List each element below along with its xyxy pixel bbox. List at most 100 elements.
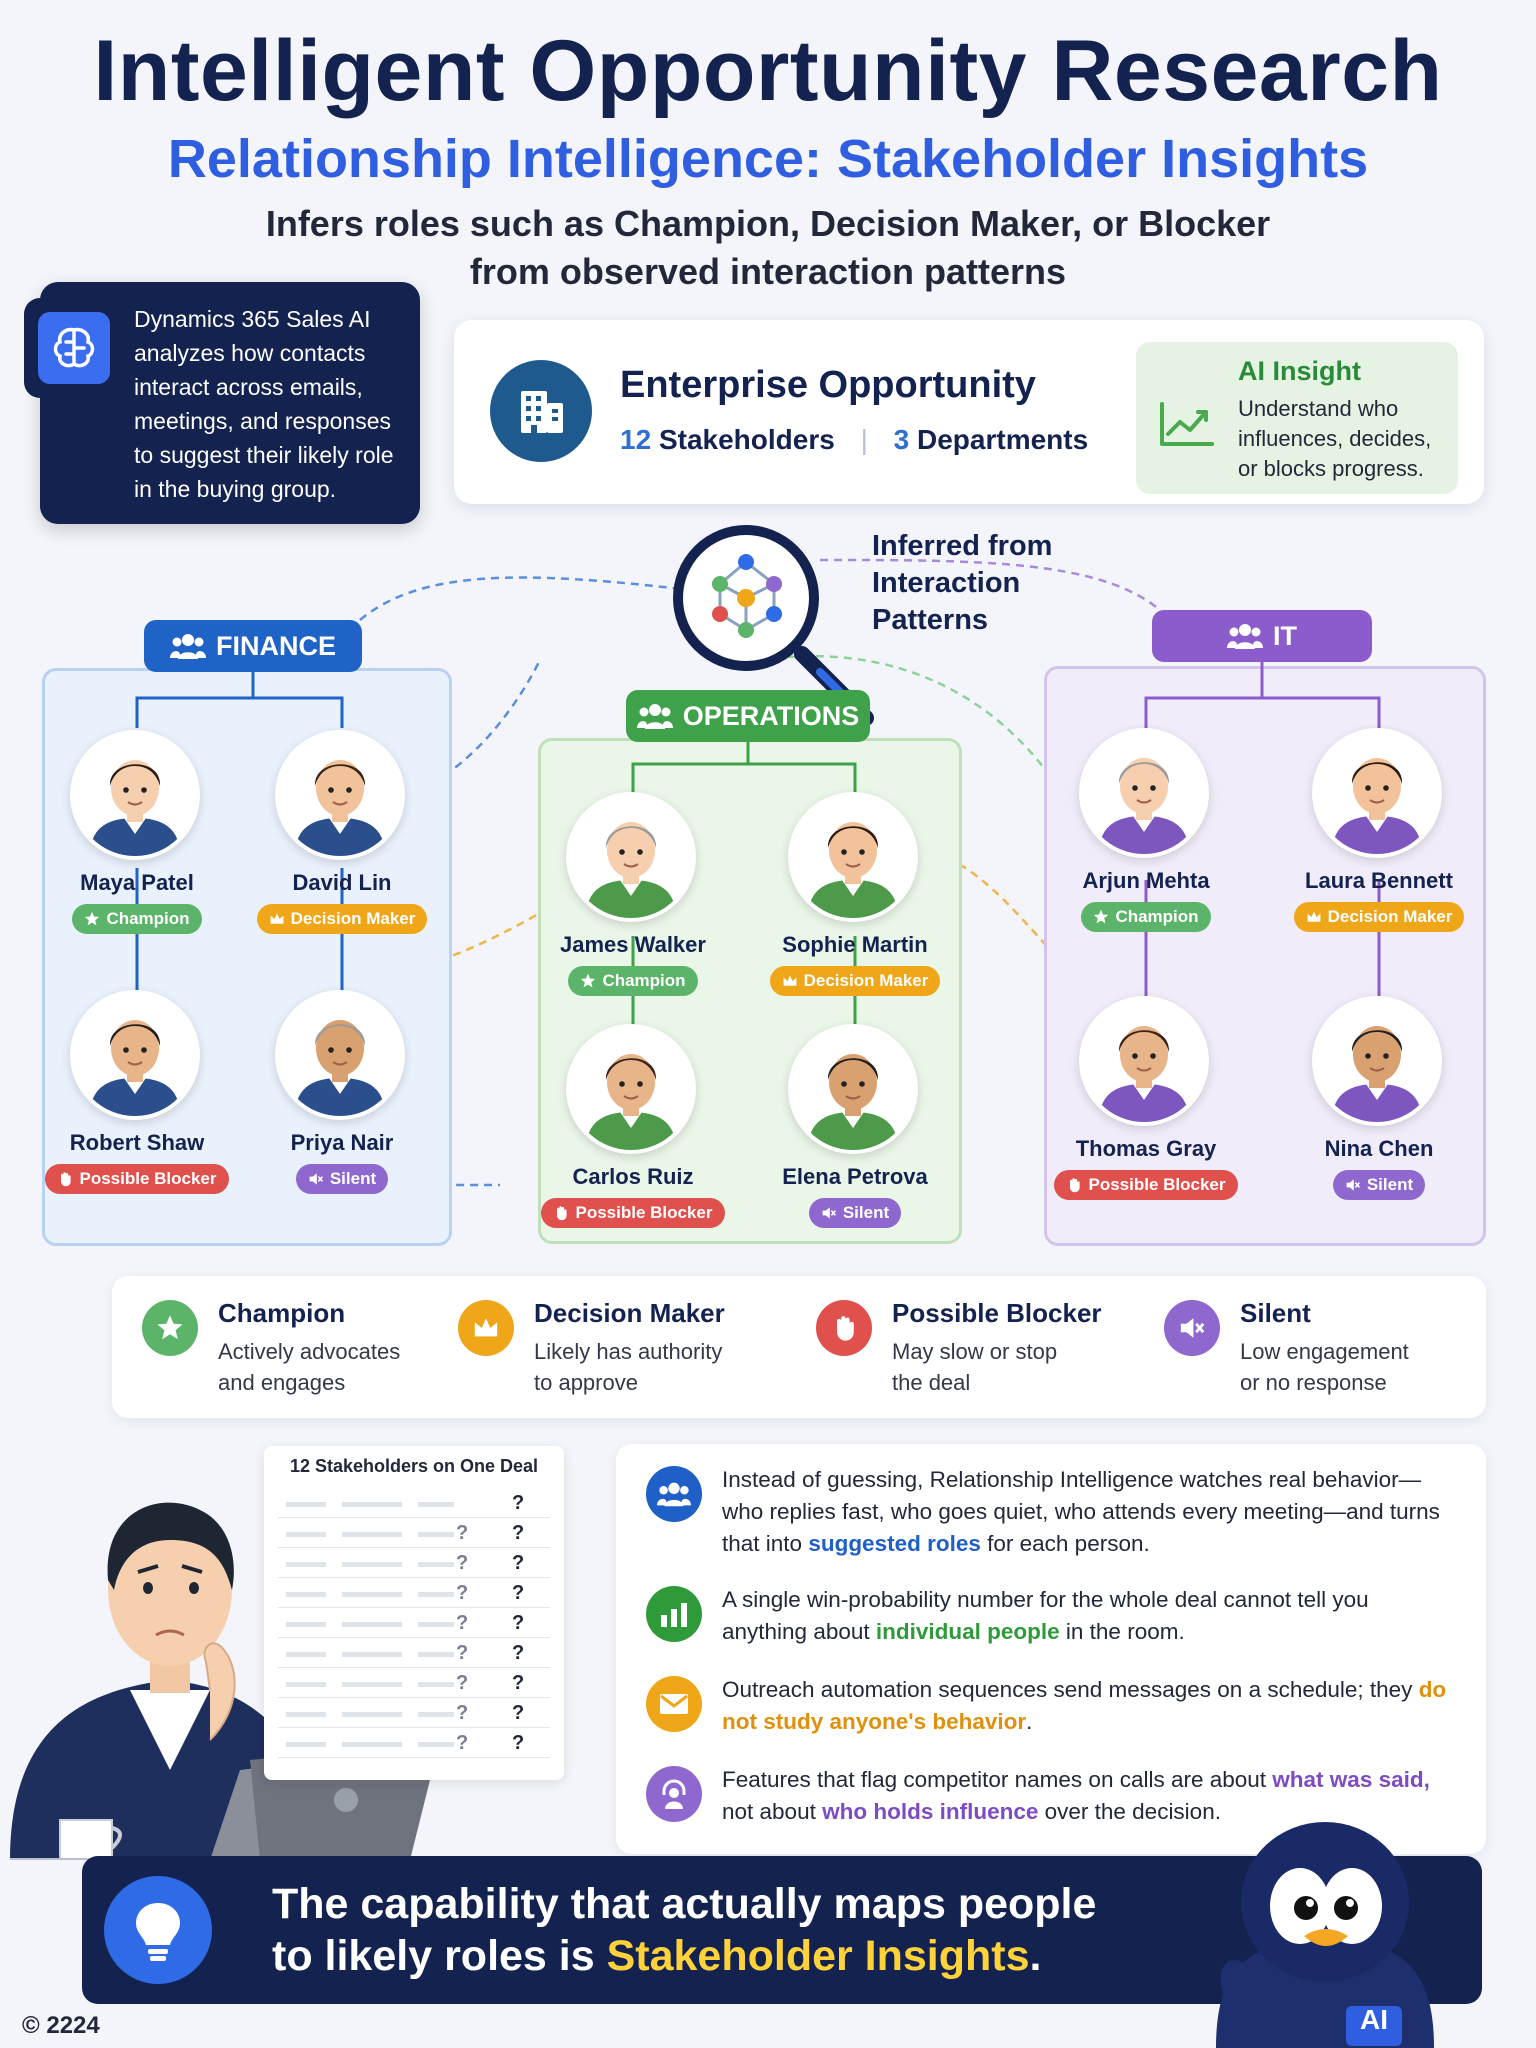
role-badge-label: Possible Blocker <box>575 1203 713 1222</box>
copyright: © 2224 <box>22 2012 100 2039</box>
sheet-row: ?? <box>278 1670 550 1698</box>
legend-description: and engages <box>218 1370 346 1395</box>
explanation-2-highlight: individual people <box>875 1619 1060 1644</box>
hand-icon <box>1070 1178 1081 1193</box>
stakeholder-name: Elena Petrova <box>782 1164 928 1189</box>
page-title: Intelligent Opportunity Research <box>93 23 1443 119</box>
legend-title: Possible Blocker <box>892 1298 1102 1328</box>
sheet-row: ?? <box>278 1520 550 1548</box>
lens-label: Inferred from Interaction Patterns <box>872 528 1052 639</box>
question-mark: ? <box>456 1702 469 1724</box>
legend-title: Silent <box>1240 1298 1311 1328</box>
crown-icon <box>1307 911 1321 922</box>
brain-icon <box>24 298 124 398</box>
question-mark: ? <box>456 1732 469 1754</box>
department-pill-operations: OPERATIONS <box>626 690 870 742</box>
hand-icon <box>61 1172 72 1187</box>
legend-title: Decision Maker <box>534 1298 725 1328</box>
role-badge: Decision Maker <box>256 904 428 934</box>
explanation-3: Outreach automation sequences send messa… <box>722 1674 1452 1738</box>
avatar <box>70 990 200 1120</box>
muted-speaker-icon <box>1164 1300 1220 1356</box>
legend-description: May slow or stop <box>892 1339 1058 1364</box>
explanation-3-highlight: do not study anyone's behavior <box>722 1677 1447 1734</box>
question-mark: ? <box>456 1552 469 1574</box>
people-group-icon <box>646 1466 702 1522</box>
lens-label-line-1: Inferred from <box>872 530 1053 562</box>
team-icon <box>170 634 206 659</box>
role-badge-label: Decision Maker <box>1327 907 1453 926</box>
explanation-4: Features that flag competitor names on c… <box>722 1764 1452 1828</box>
role-badge-wrapper: Champion <box>533 966 733 996</box>
role-badge-wrapper: Silent <box>242 1164 442 1194</box>
role-badge-label: Silent <box>1366 1175 1414 1194</box>
question-mark: ? <box>512 1732 525 1754</box>
question-mark: ? <box>456 1522 469 1544</box>
legend-description: Low engagement <box>1240 1339 1409 1364</box>
ai-insight-text: Understand who influences, decides, or b… <box>1238 396 1432 481</box>
conclusion-line-2-end: . <box>1029 1932 1042 1980</box>
department-pill-it: IT <box>1152 610 1372 662</box>
star-icon <box>1094 909 1109 924</box>
stakeholder-name: David Lin <box>292 870 392 895</box>
role-badge-wrapper: Possible Blocker <box>533 1198 733 1228</box>
d365-description: Dynamics 365 Sales AI analyzes how conta… <box>134 306 394 502</box>
department-label: OPERATIONS <box>682 700 860 731</box>
legend-description: to approve <box>534 1370 638 1395</box>
sheet-title: 12 Stakeholders on One Deal <box>289 1456 539 1476</box>
avatar <box>566 792 696 922</box>
avatar <box>566 1024 696 1154</box>
stakeholder-name: Thomas Gray <box>1075 1136 1217 1161</box>
sheet-row: ?? <box>278 1700 550 1728</box>
star-icon <box>581 973 596 988</box>
role-badge: Champion <box>568 966 698 996</box>
stakeholder-name: Priya Nair <box>290 1130 394 1155</box>
avatar <box>1079 996 1209 1126</box>
explanation-3-end: . <box>1026 1709 1033 1734</box>
question-mark: ? <box>456 1582 469 1604</box>
question-mark: ? <box>512 1612 525 1634</box>
explanation-4-end: over the decision. <box>1038 1799 1221 1824</box>
envelope-icon <box>646 1676 702 1732</box>
stakeholder-name: James Walker <box>560 932 706 957</box>
role-badge-wrapper: Silent <box>1279 1170 1479 1200</box>
role-badge: Possible Blocker <box>45 1164 229 1194</box>
role-badge: Silent <box>295 1164 389 1194</box>
conclusion-line-1: The capability that actually maps people <box>272 1880 1097 1928</box>
legend-description: the deal <box>892 1370 971 1395</box>
explanation-1-highlight: suggested roles <box>808 1531 981 1556</box>
legend-description: Actively advocates <box>218 1339 401 1364</box>
ai-insight-title: AI Insight <box>1238 356 1361 386</box>
question-mark: ? <box>512 1522 525 1544</box>
crown-icon <box>783 975 797 986</box>
hand-icon <box>816 1300 872 1356</box>
team-icon <box>1227 624 1263 649</box>
question-mark: ? <box>512 1642 525 1664</box>
department-label: FINANCE <box>216 630 336 661</box>
explanation-3-text: Outreach automation sequences send messa… <box>722 1677 1419 1702</box>
explanation-2-text: A single win-probability number for the … <box>722 1587 1369 1644</box>
conclusion-highlight: Stakeholder Insights <box>606 1932 1030 1980</box>
legend-description: Likely has authority <box>534 1339 723 1364</box>
headset-group-icon <box>646 1766 702 1822</box>
avatar <box>275 990 405 1120</box>
question-mark: ? <box>512 1582 525 1604</box>
role-badge: Champion <box>1081 902 1211 932</box>
role-badge-wrapper: Champion <box>37 904 237 934</box>
avatar <box>70 730 200 860</box>
building-icon <box>490 360 592 462</box>
stakeholder-name: Laura Bennett <box>1305 868 1453 893</box>
opportunity-card: Enterprise Opportunity 12 Stakeholders |… <box>454 320 1484 504</box>
